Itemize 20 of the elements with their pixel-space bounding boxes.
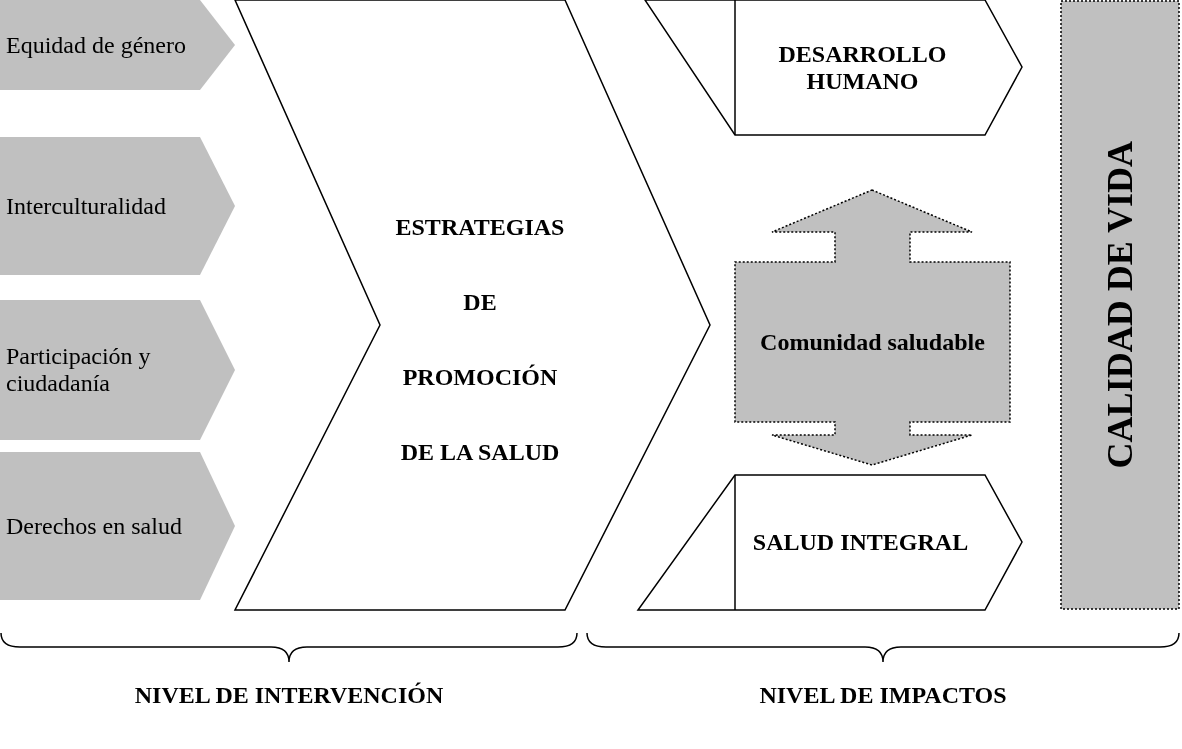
- node-text: Equidad de género: [6, 31, 186, 59]
- arrow-shape: [0, 137, 235, 275]
- section-label: NIVEL DE INTERVENCIÓN: [133, 682, 445, 709]
- chevron-shape: [235, 0, 710, 610]
- double-arrow-shape: [735, 190, 1010, 465]
- arrow-shape: [645, 0, 1022, 135]
- node-text: Derechos en salud: [6, 512, 182, 540]
- node-text: ESTRATEGIAS DE PROMOCIÓN DE LA SALUD: [394, 213, 566, 467]
- section-label: NIVEL DE IMPACTOS: [758, 682, 1008, 709]
- node-text: Interculturalidad: [6, 192, 166, 220]
- arrow-shape: [638, 475, 1022, 610]
- arrow-shape: [0, 300, 235, 440]
- node-text: DESARROLLO HUMANO: [777, 40, 948, 95]
- arrow-shape: [0, 0, 235, 90]
- node-text: Comunidad saludable: [760, 328, 985, 356]
- node-text: Participación y ciudadanía: [6, 343, 152, 397]
- vertical-bar: [1060, 0, 1180, 610]
- node-text: CALIDAD DE VIDA: [1099, 141, 1141, 469]
- arrow-shape: [0, 452, 235, 600]
- node-text: SALUD INTEGRAL: [752, 529, 969, 556]
